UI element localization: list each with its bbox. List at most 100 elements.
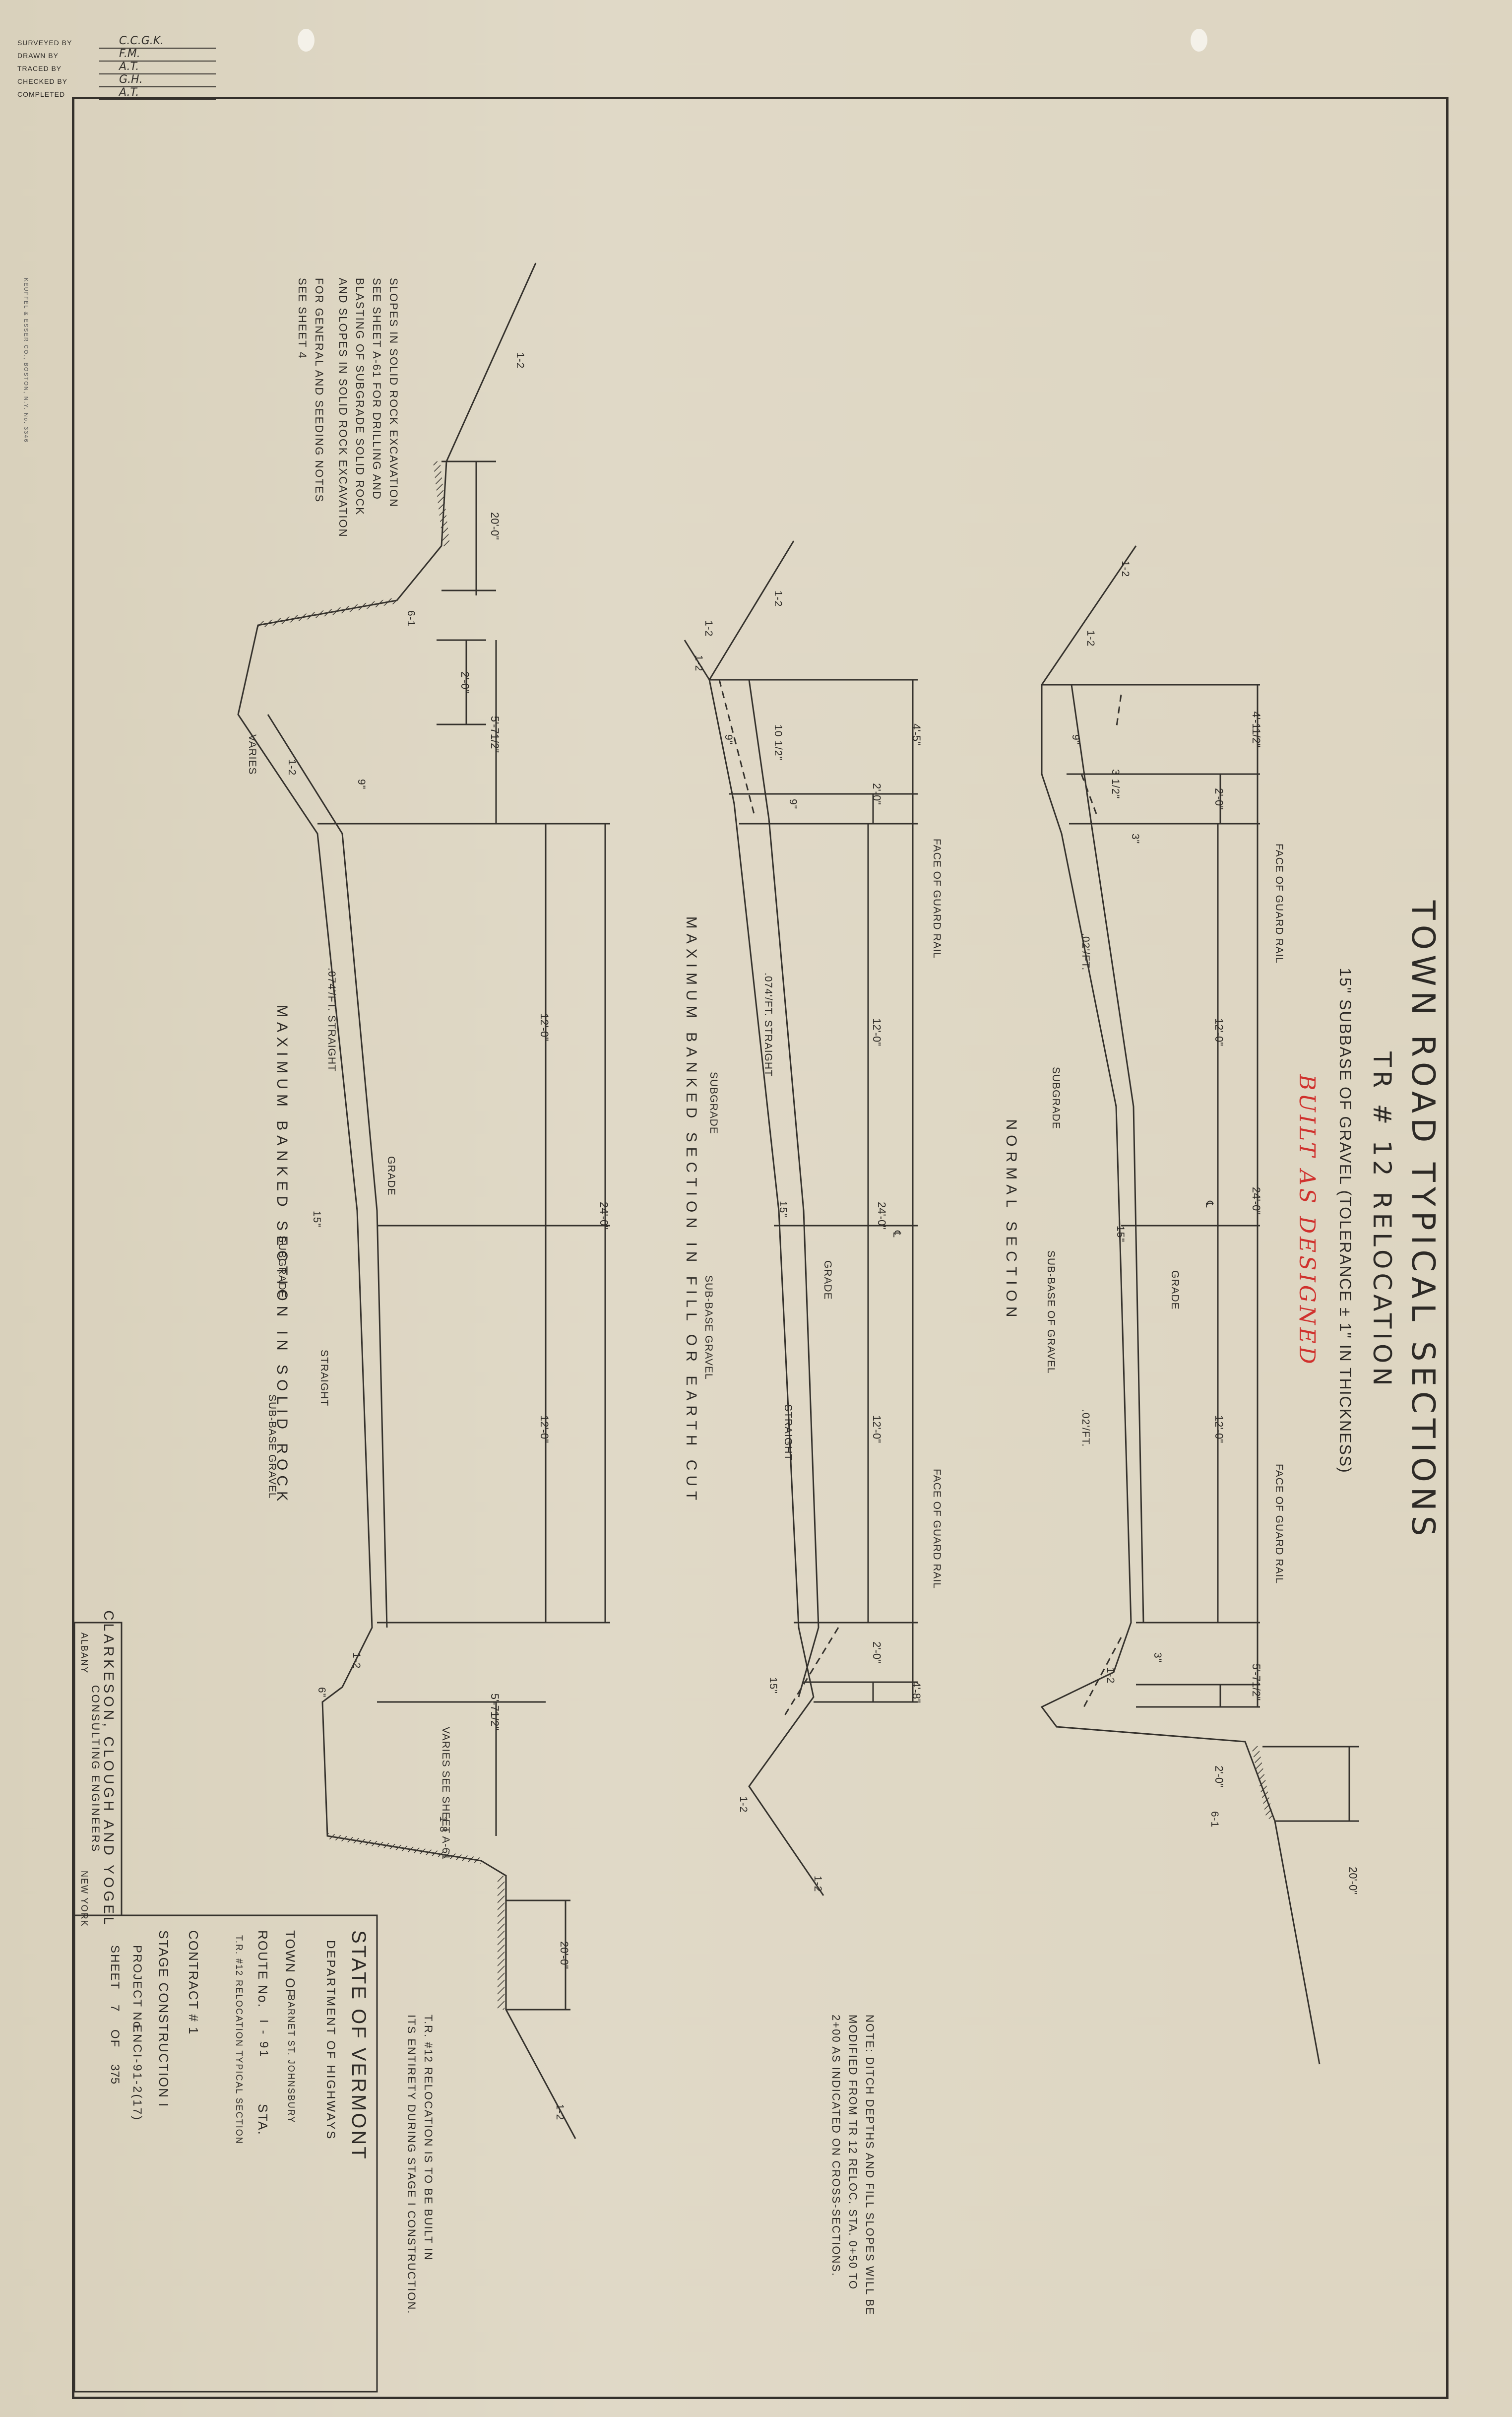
normal-section-drawing [1040,545,1359,2065]
dim-total: 24'-0" [1250,1186,1262,1215]
drawing-border [72,97,1449,2399]
sig-label: SURVEYED BY [17,39,72,47]
dim-label: 6" [316,1687,327,1698]
of-value: 375 [108,2064,122,2085]
slope-note: STRAIGHT [782,1404,794,1461]
dim-total: 24'-0" [598,1201,610,1230]
sig-row: SURVEYED BY C.C.G.K. [17,36,216,49]
ditch-label: 6-1 [1209,1811,1220,1828]
sig-label: CHECKED BY [17,77,68,85]
dim-label: 3" [1152,1652,1163,1663]
subgrade-label: SUBGRADE [708,1072,719,1134]
grade-label: GRADE [822,1260,833,1300]
of-label: OF [108,2029,122,2048]
slope-note: .074'/FT. STRAIGHT [762,973,774,1077]
rock-section-drawing [237,262,610,2139]
slope-label: 1-2 [812,1876,823,1893]
sig-label: COMPLETED [17,90,65,98]
punch-hole [1191,29,1207,52]
engineer-city-left: ALBANY [79,1633,89,1674]
sta-label: STA. [255,2104,270,2136]
crown-label: .02'/FT. [1080,933,1091,971]
varies-label: VARIES [247,734,258,775]
dim-two-ft-left: 2'-0" [1213,788,1225,810]
sig-label: DRAWN BY [17,52,59,60]
titleblock-lines [73,1622,378,2393]
ditch-notes: NOTE: DITCH DEPTHS AND FILL SLOPES WILL … [827,2015,878,2316]
dim-shoulder-right: 4'-8" [910,1681,923,1703]
slope-label: 1-2 [286,759,298,776]
slope-label: 1-2 [1120,561,1131,578]
signature-block: SURVEYED BY C.C.G.K. DRAWN BY F.M. TRACED … [17,36,216,100]
slope-label: 1-2 [1105,1667,1116,1684]
note-line: SEE SHEET A-61 FOR DRILLING AND [371,278,383,500]
sig-row: DRAWN BY F.M. [17,49,216,62]
dim-total: 24'-0" [876,1201,888,1230]
slope-label: 1-2 [514,352,526,369]
dim-lane-left: 12'-0" [538,1013,551,1042]
note-line: NOTE: DITCH DEPTHS AND FILL SLOPES WILL … [864,2015,876,2316]
dim-lane-right: 12'-0" [871,1415,883,1443]
centerline-label: ℄ [1203,1201,1215,1208]
slope-label: 1-2 [703,620,714,637]
sig-label: TRACED BY [17,65,62,72]
sig-row: CHECKED BY G.H. [17,74,216,87]
note-line: BLASTING OF SUBGRADE SOLID ROCK [354,278,366,516]
stage-notes: T.R. #12 RELOCATION IS TO BE BUILT IN IT… [403,2015,437,2314]
note-line: MODIFIED FROM TR 12 RELOC. STA. 0+50 TO [847,2015,859,2290]
engineer-firm: CLARKESON, CLOUGH AND YOGEL [101,1610,117,1928]
slope-label: 1-2 [351,1652,362,1669]
slope-label: 1-2 [772,590,784,607]
engineer-city-right: NEW YORK [79,1871,89,1927]
dim-shoulder-right: 5'-71/2" [489,1693,501,1731]
note-line: FOR GENERAL AND SEEDING NOTES [313,278,325,503]
varies-sheet-label: VARIES SEE SHEET A-61 [440,1727,451,1860]
subbase-label: SUB-BASE OF GRAVEL [1045,1250,1057,1374]
ditch-label: 6-1 [405,610,417,627]
subbase-label: SUB-BASE GRAVEL [703,1275,714,1380]
thickness-label: 15" [777,1201,789,1218]
dim-label: 15" [767,1677,779,1694]
normal-section-title: NORMAL SECTION [1003,1119,1019,1322]
sig-value: F.M. [99,49,216,62]
sig-value: A.T. [99,62,216,74]
slope-label: 1-8 [438,1816,449,1833]
drawing-subtitle: TR # 12 RELOCATION [1368,1051,1396,1390]
note-line: 2+00 AS INDICATED ON CROSS-SECTIONS. [830,2015,842,2277]
note-line: ITS ENTIRETY DURING STAGE I CONSTRUCTION… [405,2015,418,2315]
stage-label: STAGE CONSTRUCTION I [156,1930,171,2108]
thickness-label: 15" [1115,1226,1126,1242]
dim-shoulder-right: 5'-71/2" [1250,1663,1262,1701]
sig-row: TRACED BY A.T. [17,62,216,74]
subbase-label: SUB-BASE GRAVEL [266,1394,278,1499]
note-line: AND SLOPES IN SOLID ROCK EXCAVATION [337,278,349,538]
town-value: BARNET ST. JOHNSBURY [286,1995,296,2124]
dim-two-ft-right: 2'-0" [1213,1765,1225,1787]
department-name: DEPARTMENT OF HIGHWAYS [324,1940,337,2141]
dim-ditch-top: 20'-0" [489,512,501,540]
fill-section-drawing [684,540,918,1896]
dim-two-ft-right: 2'-0" [871,1641,883,1663]
project-label: PROJECT No. [130,1945,144,2033]
sig-value: G.H. [99,74,216,87]
dim-label: 9" [787,799,799,810]
dim-shoulder-left: 4'-5" [910,723,923,745]
dim-lane-left: 12'-0" [871,1018,883,1046]
sig-value: A.T. [99,87,216,100]
guard-rail-label: FACE OF GUARD RAIL [1273,844,1285,964]
note-line: SEE SHEET 4 [296,278,309,359]
dim-lane-left: 12'-0" [1213,1018,1225,1046]
state-name: STATE OF VERMONT [348,1930,370,2161]
dim-label: 3 1/2" [1110,769,1121,799]
dim-label: 9" [356,779,367,790]
note-line: SLOPES IN SOLID ROCK EXCAVATION [387,278,400,508]
route-value: I - 91 [257,2020,270,2059]
drawing-title: TOWN ROAD TYPICAL SECTIONS [1404,900,1441,1541]
dim-ditch-width: 20'-0" [1347,1866,1359,1895]
dim-shoulder-left: 4'-11/2" [1250,711,1262,748]
sig-value: C.C.G.K. [99,36,216,49]
subbase-note: 15" SUBBASE OF GRAVEL (TOLERANCE ± 1" IN… [1336,968,1354,1474]
description: T.R. #12 RELOCATION TYPICAL SECTION [234,1935,244,2145]
